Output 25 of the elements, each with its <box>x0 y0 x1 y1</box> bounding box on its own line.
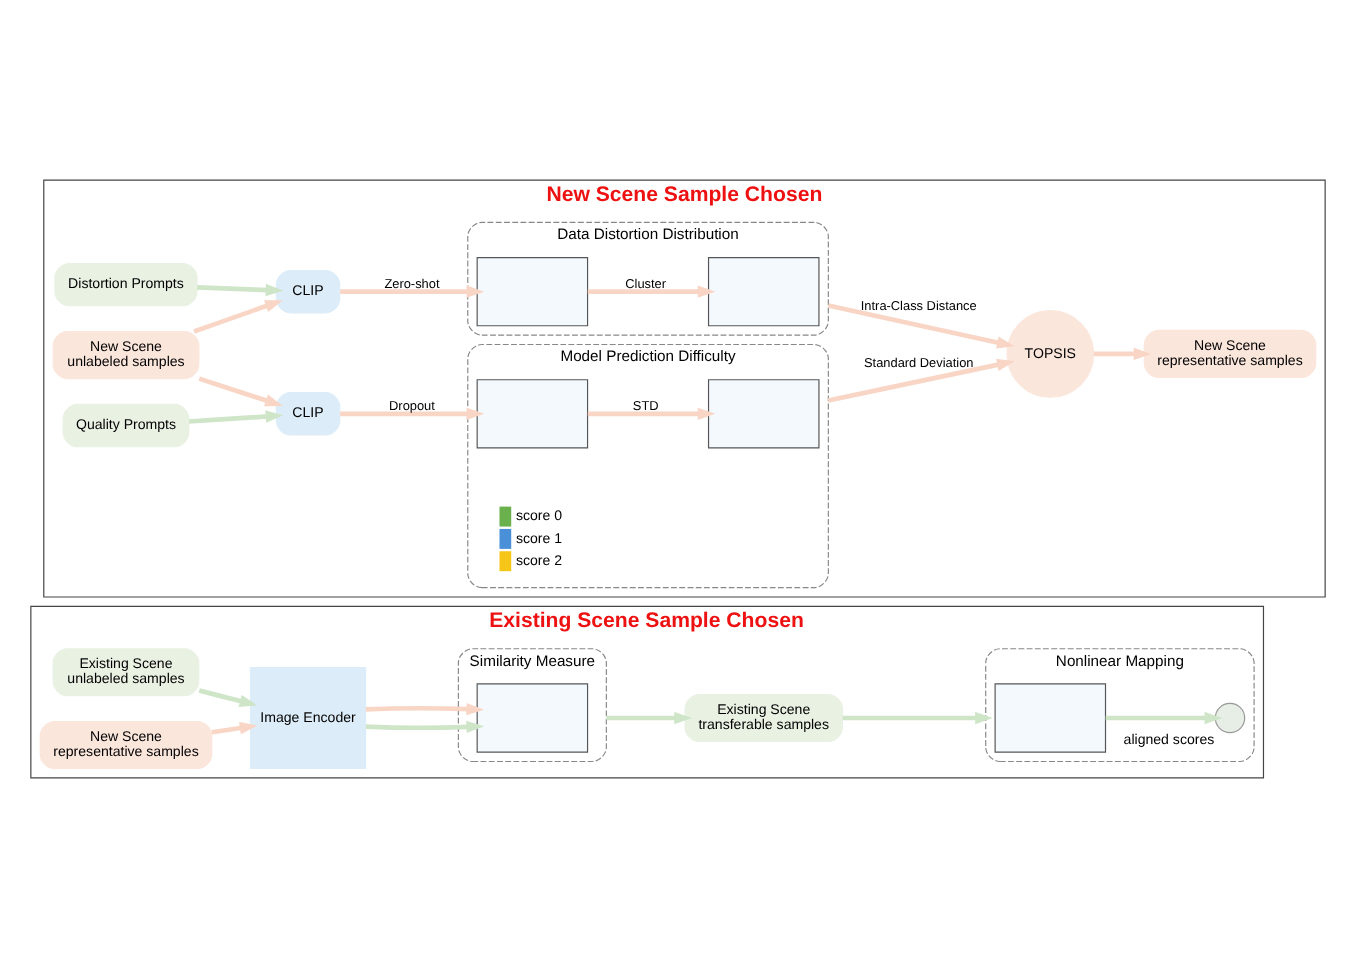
node-circle <box>1214 702 1246 734</box>
arrow <box>842 711 993 725</box>
arrow <box>1105 711 1223 725</box>
arrow <box>340 285 485 298</box>
arrow <box>827 303 1015 349</box>
node-box <box>476 379 589 449</box>
node-box <box>476 683 589 753</box>
arrow <box>188 410 284 424</box>
arrow <box>587 407 716 420</box>
arrow <box>193 300 283 334</box>
node-box <box>707 257 820 327</box>
arrow <box>606 711 692 725</box>
arrow <box>1093 347 1152 361</box>
arrow <box>197 283 284 297</box>
node-box <box>707 379 820 449</box>
arrow <box>340 407 485 420</box>
arrow <box>587 285 716 298</box>
arrow <box>827 358 1015 403</box>
arrow <box>198 376 283 407</box>
arrow <box>211 721 258 735</box>
arrow <box>198 688 258 707</box>
node-box <box>994 683 1107 753</box>
arrow <box>365 702 485 716</box>
arrow <box>365 720 485 734</box>
node-box <box>476 257 589 327</box>
